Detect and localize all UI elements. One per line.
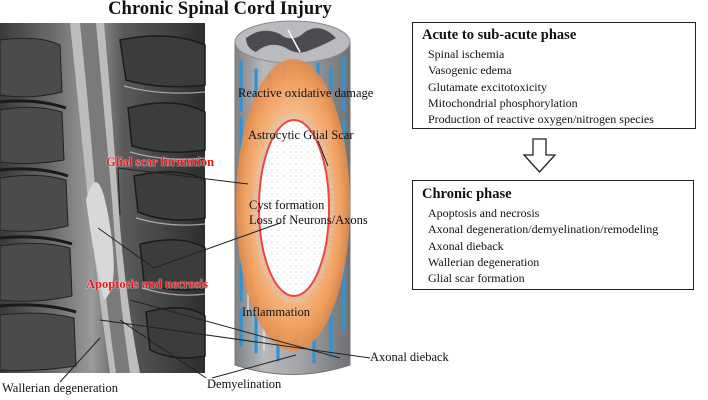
leader-lines: [59, 140, 371, 383]
glial-scar-region: [236, 59, 350, 351]
mri-image: [0, 23, 206, 373]
list-item: Glial scar formation: [428, 271, 525, 286]
list-item: Spinal ischemia: [428, 47, 505, 61]
list-item: Axonal dieback: [428, 238, 504, 253]
list-item: Production of reactive oxygen/nitrogen s…: [428, 112, 654, 127]
label-axonal-dieback: Axonal dieback: [370, 350, 449, 364]
chronic-phase-list: Apoptosis and necrosis Axonal degenerati…: [422, 205, 693, 286]
label-astrocytic-glial-scar: Astrocytic Glial Scar: [248, 128, 354, 142]
diagram-title: Chronic Spinal Cord Injury: [108, 0, 332, 19]
label-apoptosis-necrosis: Apoptosis and necrosis: [86, 277, 209, 291]
chronic-phase-heading: Chronic phase: [422, 186, 512, 202]
list-item: Glutamate excitotoxicity: [428, 79, 547, 94]
acute-phase-heading: Acute to sub-acute phase: [422, 27, 577, 43]
label-demyelination: Demyelination: [207, 377, 282, 391]
label-loss-neurons-axons: Loss of Neurons/Axons: [249, 213, 368, 227]
label-inflammation: Inflammation: [242, 305, 311, 319]
chronic-phase-box: Chronic phase Apoptosis and necrosis Axo…: [412, 180, 694, 290]
list-item: Mitochondrial phosphorylation: [428, 95, 578, 110]
label-glial-scar-formation: Glial scar formation: [106, 155, 215, 169]
acute-phase-list: Spinal ischemia Vasogenic edema Glutamat…: [422, 46, 695, 127]
list-item: Apoptosis and necrosis: [428, 206, 540, 220]
label-cyst-formation: Cyst formation: [249, 198, 325, 212]
list-item: Axonal degeneration/demyelination/remode…: [428, 222, 659, 237]
label-wallerian-degeneration: Wallerian degeneration: [2, 381, 118, 395]
list-item: Vasogenic edema: [428, 63, 512, 78]
acute-phase-box: Acute to sub-acute phase Spinal ischemia…: [412, 22, 696, 129]
list-item: Wallerian degeneration: [428, 254, 540, 269]
down-arrow-icon: [522, 138, 557, 173]
label-reactive-oxidative-damage: Reactive oxidative damage: [238, 86, 374, 100]
